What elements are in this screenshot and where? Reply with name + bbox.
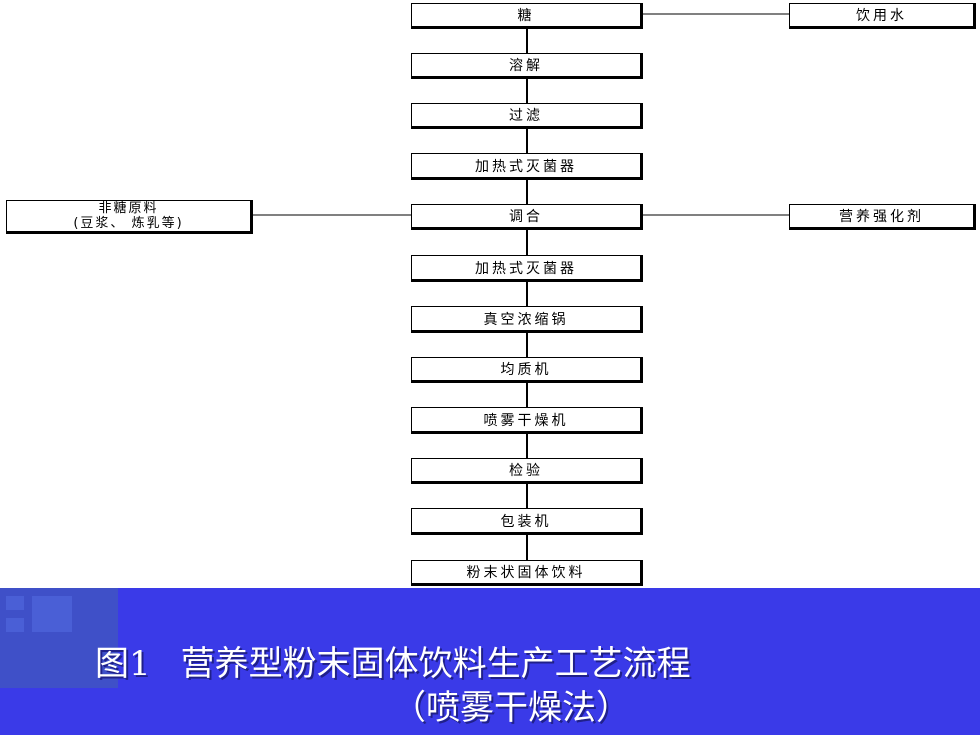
- figure-caption-subtitle: （喷雾干燥法）: [392, 688, 630, 728]
- input-drinking-water: 饮用水: [789, 3, 976, 29]
- figure-label: 图1: [95, 644, 151, 684]
- non-sugar-line-1: 非糖原料: [98, 201, 159, 216]
- figure-caption-title: 图1 营养型粉末固体饮料生产工艺流程: [95, 636, 691, 685]
- step-dissolve: 溶解: [411, 53, 643, 79]
- caption-banner: [0, 588, 980, 735]
- step-heat-sterilizer-1: 加热式灭菌器: [411, 153, 643, 180]
- step-homogenizer: 均质机: [411, 357, 643, 383]
- step-powder-drink: 粉末状固体饮料: [411, 560, 643, 586]
- input-non-sugar-materials: 非糖原料 (豆浆、 炼乳等): [6, 200, 253, 234]
- step-vacuum-concentrator: 真空浓缩锅: [411, 306, 643, 333]
- figure-title: 营养型粉末固体饮料生产工艺流程: [180, 644, 691, 684]
- input-nutrient-fortifier: 营养强化剂: [789, 204, 976, 230]
- step-inspection: 检验: [411, 458, 643, 484]
- step-filter: 过滤: [411, 103, 643, 129]
- flow-connectors: [253, 13, 789, 562]
- step-heat-sterilizer-2: 加热式灭菌器: [411, 255, 643, 282]
- step-spray-dryer: 喷雾干燥机: [411, 407, 643, 434]
- step-packaging-machine: 包装机: [411, 508, 643, 535]
- banner-decoration: [0, 588, 118, 688]
- non-sugar-line-2: (豆浆、 炼乳等): [73, 216, 184, 231]
- step-sugar: 糖: [411, 3, 643, 29]
- step-blend: 调合: [411, 204, 643, 230]
